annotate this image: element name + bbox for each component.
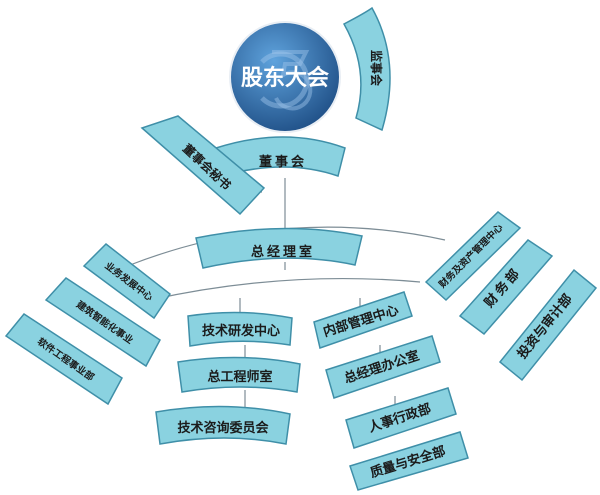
chief-engineer-label: 总工程师室 bbox=[207, 369, 272, 385]
gm-office-label: 总经理室 bbox=[251, 244, 315, 260]
supervisors-node: 监事会 bbox=[342, 6, 391, 132]
chief-engineer-node: 总工程师室 bbox=[177, 356, 301, 393]
board-label: 董事会 bbox=[259, 154, 307, 170]
gm-admin-office-node: 总经理办公室 bbox=[325, 335, 441, 399]
logo-watermark bbox=[260, 51, 310, 109]
tech-consulting-label: 技术咨询委员会 bbox=[177, 420, 269, 436]
tech-consulting-node: 技术咨询委员会 bbox=[155, 405, 291, 445]
shareholders-meeting-label: 股东大会 bbox=[241, 65, 329, 91]
tech-rd-node: 技术研发中心 bbox=[187, 311, 293, 347]
tech-rd-label: 技术研发中心 bbox=[202, 323, 280, 339]
gm-office-node: 总经理室 bbox=[195, 227, 363, 269]
supervisors-label: 监事会 bbox=[369, 50, 384, 87]
internal-mgmt-node: 内部管理中心 bbox=[313, 291, 413, 349]
shareholders-meeting-node: 股东大会 bbox=[229, 21, 341, 133]
board-node: 董事会 bbox=[215, 136, 346, 177]
